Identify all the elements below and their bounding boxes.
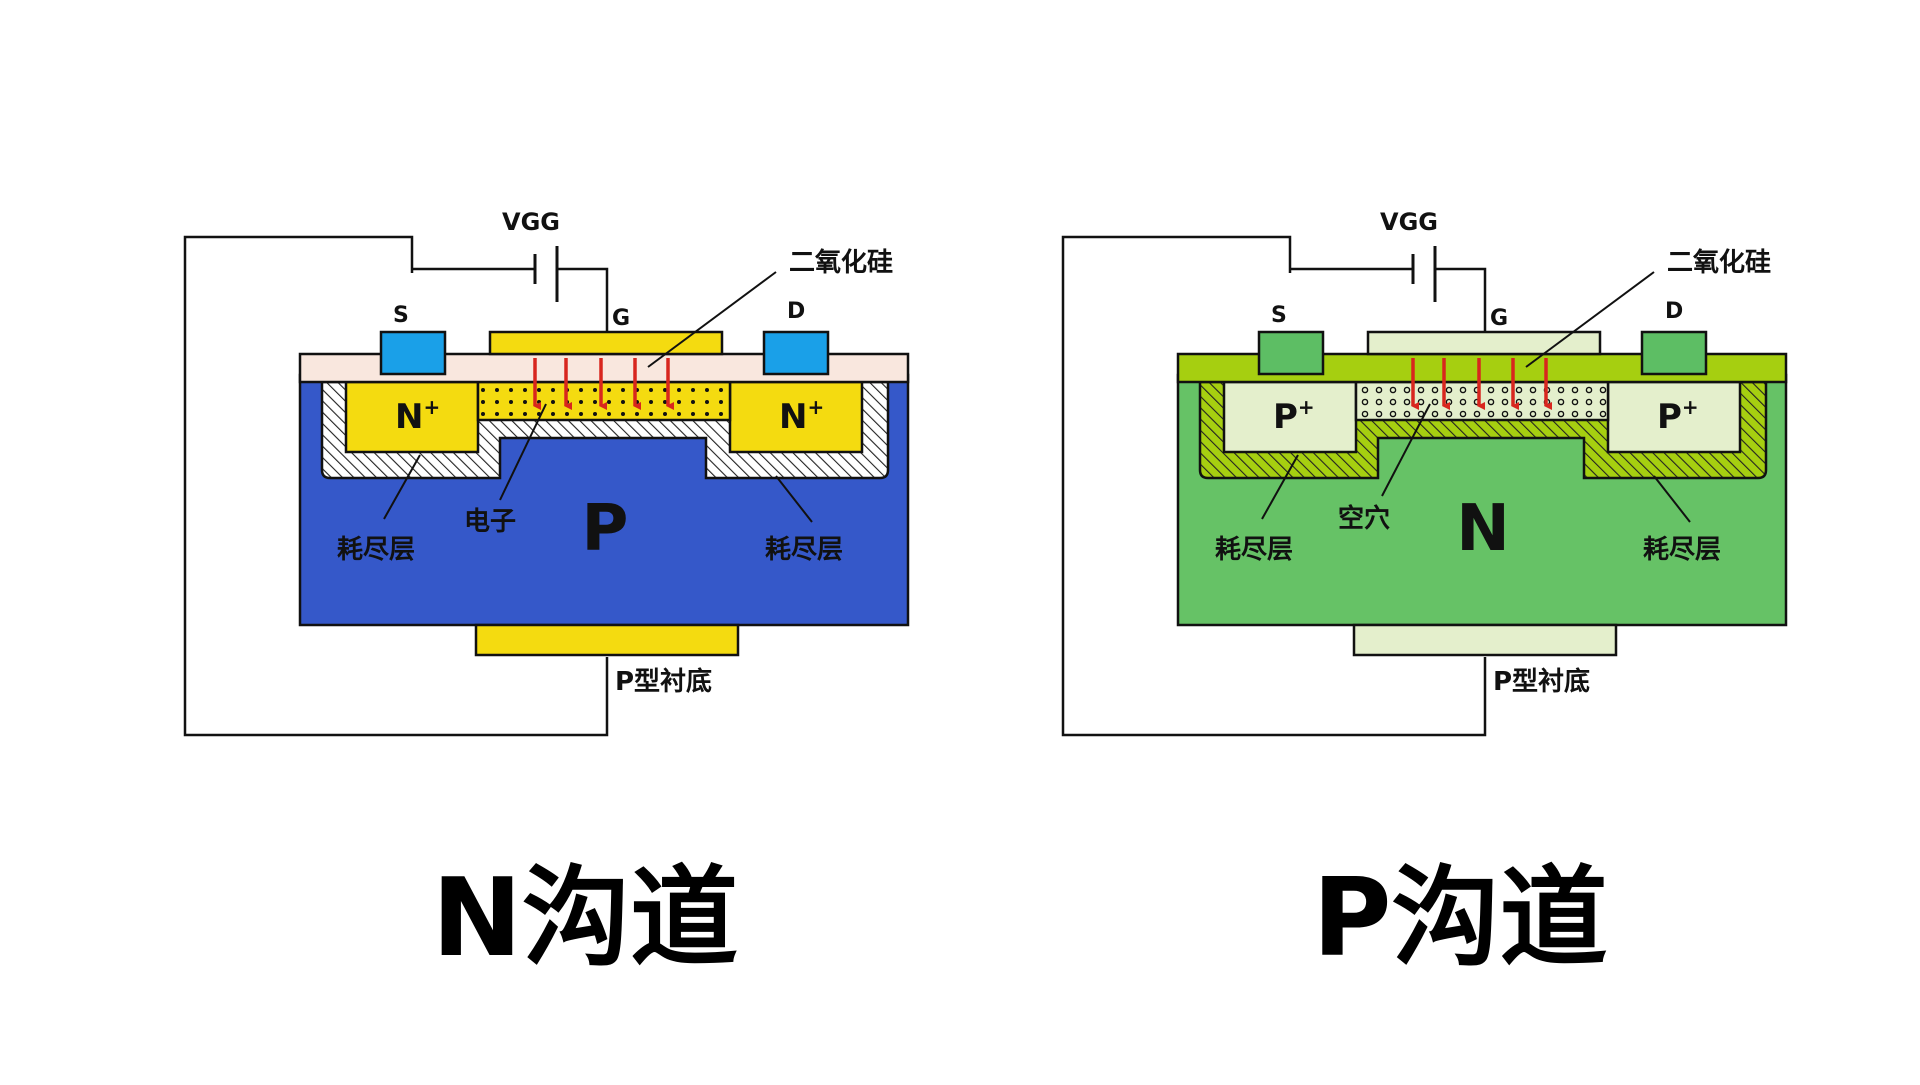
depl-leader-left-1 xyxy=(383,454,421,520)
drain-label-left: D xyxy=(787,299,805,324)
n-plus-label-right: N+ xyxy=(779,395,824,437)
gate-electrode-right xyxy=(1366,330,1602,356)
gate-label-right: G xyxy=(1490,306,1508,331)
oxide-leader-left xyxy=(647,271,777,368)
carrier-label-left: 电子 xyxy=(464,507,516,537)
depl-label-right-1: 耗尽层 xyxy=(1215,535,1293,565)
field-arrows-right xyxy=(1411,358,1552,410)
oxide-leader-right xyxy=(1525,271,1655,368)
carrier-label-right: 空穴 xyxy=(1338,503,1390,534)
p-plus-label-right: P+ xyxy=(1657,395,1699,437)
vgg-label-right: VGG xyxy=(1380,208,1438,236)
gate-label-left: G xyxy=(612,306,630,331)
source-label-left: S xyxy=(393,303,409,328)
title-right: P沟道 xyxy=(1312,856,1607,981)
drain-label-right: D xyxy=(1665,299,1683,324)
oxide-label-left: 二氧化硅 xyxy=(789,248,893,278)
substrate-plate-right xyxy=(1352,623,1618,657)
p-plus-region-left xyxy=(1222,380,1358,454)
substrate-label-left: P型衬底 xyxy=(615,666,712,697)
body-label-right: N xyxy=(1456,492,1510,566)
source-label-right: S xyxy=(1271,303,1287,328)
drain-contact-right xyxy=(1640,330,1708,376)
gate-electrode-left xyxy=(488,330,724,356)
depl-leader-left-2 xyxy=(775,475,813,523)
drain-contact-left xyxy=(762,330,830,376)
field-arrows-left xyxy=(533,358,674,410)
substrate-label-right: P型衬底 xyxy=(1493,666,1590,697)
source-contact-left xyxy=(379,330,447,376)
depl-label-right-2: 耗尽层 xyxy=(1643,535,1721,565)
electron-channel xyxy=(476,380,732,422)
substrate-plate-left xyxy=(474,623,740,657)
vgg-label-left: VGG xyxy=(502,208,560,236)
source-contact-right xyxy=(1257,330,1325,376)
carrier-leader-left xyxy=(499,403,547,501)
n-channel-device: VGG 二氧化硅 S G D N+ N+ 电子 P 耗尽层 耗尽层 P型衬底 N… xyxy=(183,208,910,981)
depl-leader-right-1 xyxy=(1261,454,1299,520)
sup-right-2: + xyxy=(1682,395,1699,419)
sup-right-1: + xyxy=(1298,395,1315,419)
sup-left-1: + xyxy=(423,395,440,419)
hole-channel xyxy=(1354,380,1610,422)
p-channel-device: VGG 二氧化硅 S G D P+ P+ 空穴 N 耗尽层 耗尽层 P型衬底 P… xyxy=(1061,208,1788,981)
depl-leader-right-2 xyxy=(1653,475,1691,523)
vgg-wire-left xyxy=(412,267,609,332)
circuit-wire-right xyxy=(1061,235,1487,737)
body-label-left: P xyxy=(582,492,629,566)
n-plus-label-left: N+ xyxy=(395,395,440,437)
circuit-wire-left xyxy=(183,235,609,737)
depl-label-left-1: 耗尽层 xyxy=(337,535,415,565)
vgg-wire-right xyxy=(1290,267,1487,332)
p-plus-label-left: P+ xyxy=(1273,395,1315,437)
depl-label-left-2: 耗尽层 xyxy=(765,535,843,565)
p-plus-region-right xyxy=(1606,380,1742,454)
title-left: N沟道 xyxy=(432,856,738,981)
oxide-label-right: 二氧化硅 xyxy=(1667,248,1771,278)
sup-left-2: + xyxy=(807,395,824,419)
carrier-leader-right xyxy=(1381,403,1431,497)
